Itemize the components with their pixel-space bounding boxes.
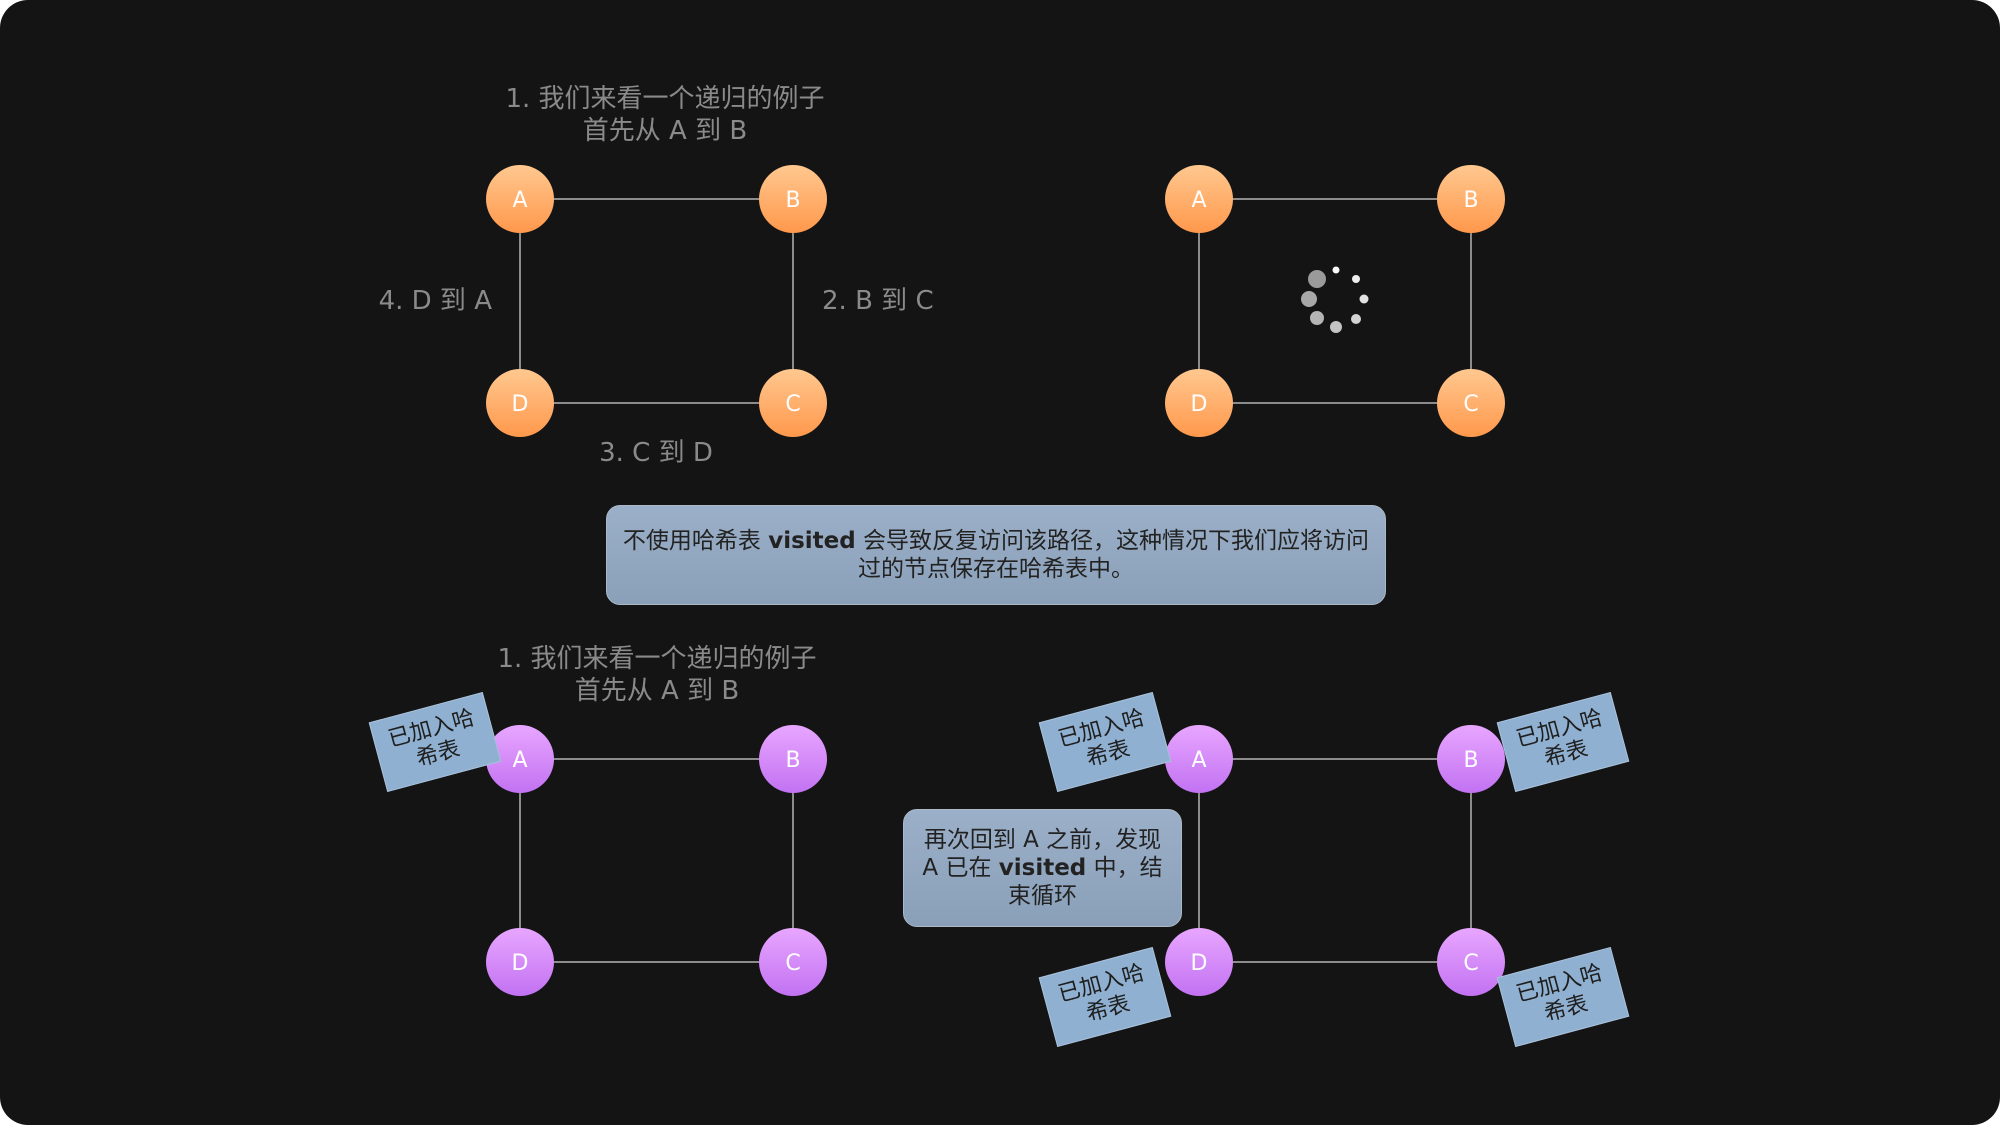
bottom-right-graph: A B C D xyxy=(1165,725,1505,996)
edge-label-d-a: 4. D 到 A xyxy=(379,286,493,316)
node-a: A xyxy=(1165,725,1233,793)
visited-explanation-box: 不使用哈希表 visited 会导致反复访问该路径，这种情况下我们应将访问过的节… xyxy=(606,505,1386,605)
node-label: C xyxy=(1463,951,1478,976)
node-label: C xyxy=(785,392,800,417)
node-label: B xyxy=(1463,748,1478,773)
node-label: C xyxy=(1463,392,1478,417)
visited-explanation-text: 不使用哈希表 visited 会导致反复访问该路径，这种情况下我们应将访问过的节… xyxy=(622,528,1370,582)
bottom-left-caption-line1: 1. 我们来看一个递归的例子 xyxy=(497,644,816,674)
edge-label-b-c: 2. B 到 C xyxy=(822,286,934,316)
node-label: B xyxy=(785,188,800,213)
node-label: D xyxy=(1191,951,1208,976)
node-d: D xyxy=(486,928,554,996)
node-b: B xyxy=(759,165,827,233)
node-a: A xyxy=(486,725,554,793)
node-c: C xyxy=(1437,369,1505,437)
node-c: C xyxy=(1437,928,1505,996)
node-d: D xyxy=(486,369,554,437)
node-label: A xyxy=(512,188,527,213)
node-label: D xyxy=(1191,392,1208,417)
node-label: D xyxy=(512,951,529,976)
node-label: B xyxy=(785,748,800,773)
node-label: A xyxy=(1191,748,1206,773)
bottom-left-caption-line2: 首先从 A 到 B xyxy=(575,676,739,706)
node-d: D xyxy=(1165,369,1233,437)
node-d: D xyxy=(1165,928,1233,996)
bottom-left-graph: 1. 我们来看一个递归的例子 首先从 A 到 B A B C D xyxy=(486,644,827,996)
node-a: A xyxy=(1165,165,1233,233)
spinner-icon xyxy=(1301,266,1369,333)
node-c: C xyxy=(759,369,827,437)
node-label: C xyxy=(785,951,800,976)
edge-label-c-d: 3. C 到 D xyxy=(599,438,713,468)
top-left-caption-line1: 1. 我们来看一个递归的例子 xyxy=(505,84,824,114)
node-label: D xyxy=(512,392,529,417)
node-b: B xyxy=(1437,165,1505,233)
node-b: B xyxy=(759,725,827,793)
top-left-graph: 1. 我们来看一个递归的例子 首先从 A 到 B 2. B 到 C 3. C 到… xyxy=(379,84,934,468)
loop-end-callout: 再次回到 A 之前，发现 A 已在 visited 中，结束循环 xyxy=(903,809,1182,927)
node-a: A xyxy=(486,165,554,233)
loop-end-callout-text: 再次回到 A 之前，发现 A 已在 visited 中，结束循环 xyxy=(922,827,1163,909)
top-left-caption-line2: 首先从 A 到 B xyxy=(583,116,747,146)
top-right-graph: A B C D xyxy=(1165,165,1505,437)
node-c: C xyxy=(759,928,827,996)
node-label: B xyxy=(1463,188,1478,213)
node-b: B xyxy=(1437,725,1505,793)
node-label: A xyxy=(512,748,527,773)
node-label: A xyxy=(1191,188,1206,213)
